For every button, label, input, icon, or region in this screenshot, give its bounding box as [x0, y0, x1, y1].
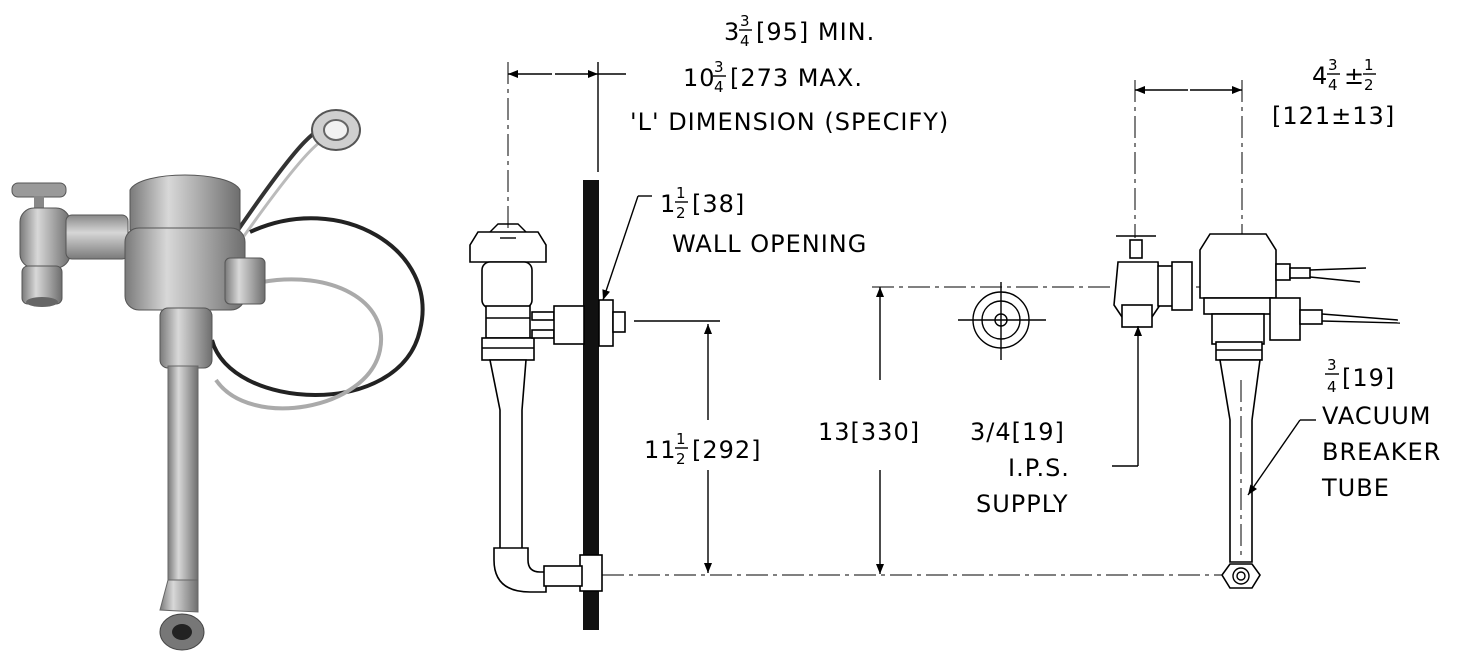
svg-text:3: 3 [1328, 56, 1338, 74]
svg-text:[95] MIN.: [95] MIN. [756, 18, 875, 46]
svg-text:'L' DIMENSION (SPECIFY): 'L' DIMENSION (SPECIFY) [630, 108, 949, 136]
wall-opening-label: 1 1 2 [38] WALL OPENING [660, 184, 867, 258]
svg-text:1: 1 [1364, 56, 1374, 74]
product-photo [11, 109, 425, 651]
svg-text:I.P.S.: I.P.S. [1008, 454, 1070, 482]
svg-text:[38]: [38] [692, 190, 745, 218]
svg-text:[121±13]: [121±13] [1272, 102, 1395, 130]
side-view [469, 62, 1232, 630]
svg-text:4: 4 [1312, 62, 1328, 90]
svg-text:2: 2 [676, 204, 686, 222]
svg-text:3: 3 [714, 58, 724, 76]
wall [583, 180, 599, 630]
front-view [872, 80, 1401, 589]
svg-text:VACUUM: VACUUM [1322, 402, 1431, 430]
svg-text:3: 3 [740, 12, 750, 30]
svg-text:[292]: [292] [692, 436, 762, 464]
svg-text:1: 1 [660, 190, 676, 218]
vacuum-breaker-label: 3 4 [19] VACUUM BREAKER TUBE [1321, 356, 1441, 502]
l-dimension-label: 3 3 4 [95] MIN. 10 3 4 [273 MAX. 'L' DIM… [630, 12, 949, 136]
svg-text:4: 4 [714, 78, 724, 96]
svg-text:WALL OPENING: WALL OPENING [672, 230, 867, 258]
svg-text:1: 1 [676, 184, 686, 202]
svg-text:3: 3 [724, 18, 740, 46]
offset-dimension-label: 4 3 4 ± 1 2 [121±13] [1272, 56, 1395, 130]
svg-text:BREAKER: BREAKER [1322, 438, 1441, 466]
svg-text:SUPPLY: SUPPLY [976, 490, 1069, 518]
svg-text:10: 10 [683, 64, 716, 92]
svg-text:3/4[19]: 3/4[19] [970, 418, 1065, 446]
supply-label: 3/4[19] I.P.S. SUPPLY [970, 418, 1070, 518]
svg-text:3: 3 [1327, 356, 1337, 374]
supply-height-label: 13[330] [818, 418, 920, 446]
svg-text:4: 4 [1327, 378, 1337, 396]
svg-text:TUBE: TUBE [1321, 474, 1390, 502]
svg-text:11: 11 [644, 436, 677, 464]
svg-text:±: ± [1344, 62, 1365, 90]
svg-text:[273 MAX.: [273 MAX. [730, 64, 863, 92]
svg-text:4: 4 [740, 32, 750, 50]
svg-text:4: 4 [1328, 76, 1338, 94]
svg-text:1: 1 [676, 430, 686, 448]
svg-text:[19]: [19] [1342, 364, 1395, 392]
svg-text:2: 2 [676, 450, 686, 468]
svg-text:2: 2 [1364, 76, 1374, 94]
sensor-height-label: 11 1 2 [292] [644, 430, 762, 468]
